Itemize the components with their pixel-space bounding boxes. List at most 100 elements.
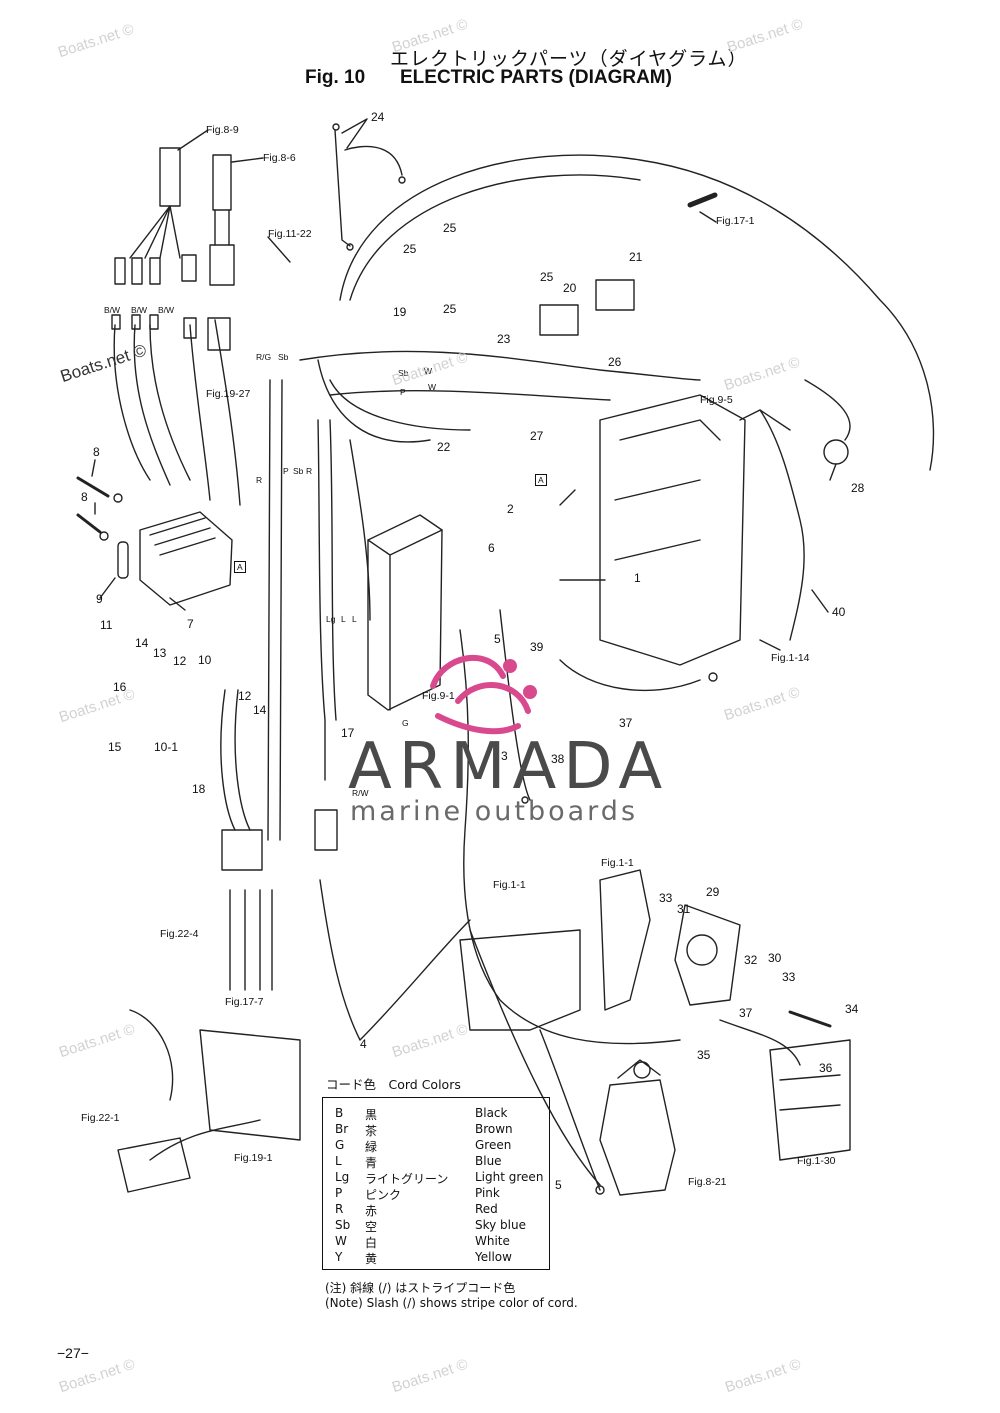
figure-ref: Fig.1-30 bbox=[797, 1155, 836, 1167]
part-callout: 20 bbox=[563, 281, 577, 295]
part-callout: 37 bbox=[619, 716, 633, 730]
color-jp: 茶 bbox=[365, 1124, 378, 1138]
part-callout: 35 bbox=[697, 1048, 711, 1062]
part-callout: 8 bbox=[81, 490, 88, 504]
part-callout: 16 bbox=[113, 680, 127, 694]
part-callout: 27 bbox=[530, 429, 544, 443]
color-jp: 黒 bbox=[365, 1108, 378, 1122]
color-en: Pink bbox=[475, 1186, 500, 1200]
part-callout: 23 bbox=[497, 332, 511, 346]
part-callout: 10 bbox=[198, 653, 212, 667]
color-jp: 赤 bbox=[365, 1204, 378, 1218]
wire-label: Lg bbox=[326, 614, 336, 624]
color-code: W bbox=[335, 1234, 347, 1248]
wire-label: P bbox=[283, 466, 289, 476]
wire-label: Sb bbox=[278, 352, 289, 362]
color-en: White bbox=[475, 1234, 510, 1248]
part-callout: 34 bbox=[845, 1002, 859, 1016]
part-callout: 18 bbox=[192, 782, 206, 796]
color-jp: 青 bbox=[365, 1156, 378, 1170]
wire-label: R bbox=[306, 466, 313, 476]
color-code: B bbox=[335, 1106, 344, 1120]
note-japanese: (注) 斜線 (/) はストライプコード色 bbox=[325, 1281, 516, 1295]
part-callout: 25 bbox=[540, 270, 554, 284]
wire-label: P bbox=[400, 387, 406, 397]
part-callout: 12 bbox=[173, 654, 187, 668]
brand-tagline: marine outboards bbox=[350, 796, 639, 827]
connector-marker: A bbox=[535, 474, 547, 486]
color-en: Yellow bbox=[475, 1250, 512, 1264]
part-callout: 38 bbox=[551, 752, 565, 766]
figure-number: Fig. 10 bbox=[305, 67, 366, 88]
wire-label: W bbox=[428, 382, 437, 392]
part-callout: 30 bbox=[768, 951, 782, 965]
color-en: Brown bbox=[475, 1122, 513, 1136]
figure-ref: Fig.11-22 bbox=[268, 228, 312, 240]
figure-ref: Fig.8-21 bbox=[688, 1176, 727, 1188]
part-callout: 22 bbox=[437, 440, 451, 454]
wire-label: B/W bbox=[158, 305, 175, 315]
figure-ref: Fig.1-1 bbox=[493, 879, 526, 891]
color-code: R bbox=[335, 1202, 344, 1216]
part-callout: 26 bbox=[608, 355, 622, 369]
wire-label: Sb bbox=[398, 368, 409, 378]
color-jp: ライトグリーン bbox=[365, 1172, 449, 1186]
part-callout: 19 bbox=[393, 305, 407, 319]
color-code: P bbox=[335, 1186, 343, 1200]
part-callout: 31 bbox=[677, 902, 691, 916]
color-code: Br bbox=[335, 1122, 349, 1136]
part-callout: 1 bbox=[634, 571, 641, 585]
figure-ref: Fig.8-6 bbox=[263, 152, 296, 164]
cord-color-row: P ピンク Pink bbox=[335, 1186, 550, 1202]
title-english: ELECTRIC PARTS (DIAGRAM) bbox=[400, 67, 672, 88]
figure-ref: Fig.19-1 bbox=[234, 1152, 273, 1164]
part-callout: 36 bbox=[819, 1061, 833, 1075]
color-jp: 黄 bbox=[365, 1252, 378, 1266]
part-callout: 5 bbox=[494, 632, 501, 646]
figure-ref: Fig.17-1 bbox=[716, 215, 755, 227]
part-callout: 12 bbox=[238, 689, 252, 703]
part-callout: 4 bbox=[360, 1037, 367, 1051]
part-callout: 32 bbox=[744, 953, 758, 967]
figure-ref: Fig.19-27 bbox=[206, 388, 251, 400]
cord-colors-title: コード色 Cord Colors bbox=[326, 1077, 461, 1092]
wire-label: W bbox=[424, 366, 433, 376]
figure-ref: Fig.1-14 bbox=[771, 652, 810, 664]
color-jp: ピンク bbox=[365, 1188, 402, 1202]
part-callout: 5 bbox=[555, 1178, 562, 1192]
figure-ref: Fig.8-9 bbox=[206, 124, 239, 136]
part-callout: 40 bbox=[832, 605, 846, 619]
part-callout: 24 bbox=[371, 110, 385, 124]
color-en: Sky blue bbox=[475, 1218, 526, 1232]
part-callout: 28 bbox=[851, 481, 865, 495]
part-callout: 10-1 bbox=[154, 740, 179, 754]
part-callout: 14 bbox=[253, 703, 267, 717]
part-callout: 29 bbox=[706, 885, 720, 899]
color-jp: 緑 bbox=[365, 1140, 378, 1154]
wire-label: Sb bbox=[293, 466, 304, 476]
figure-ref: Fig.22-4 bbox=[160, 928, 199, 940]
part-callout: 11 bbox=[100, 618, 113, 632]
page-number: −27− bbox=[57, 1345, 89, 1361]
figure-ref: Fig.22-1 bbox=[81, 1112, 120, 1124]
part-callout: 15 bbox=[108, 740, 122, 754]
part-callout: 25 bbox=[403, 242, 417, 256]
wire-label: B/W bbox=[104, 305, 121, 315]
part-callout: 21 bbox=[629, 250, 643, 264]
part-callout: 3 bbox=[501, 749, 508, 763]
wire-label: L bbox=[341, 614, 346, 624]
part-callout: 25 bbox=[443, 221, 457, 235]
part-callout: 13 bbox=[153, 646, 167, 660]
part-callout: 7 bbox=[187, 617, 194, 631]
color-jp: 空 bbox=[365, 1220, 378, 1234]
figure-ref: Fig.17-7 bbox=[225, 996, 264, 1008]
part-callout: 39 bbox=[530, 640, 544, 654]
